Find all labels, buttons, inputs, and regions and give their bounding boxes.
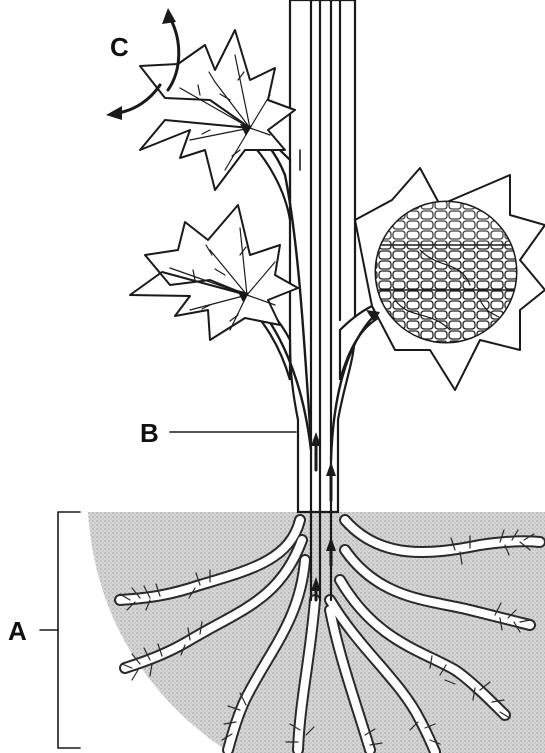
label-a: A (8, 616, 27, 646)
middle-leaf (130, 205, 298, 340)
cell-magnification (355, 168, 545, 390)
label-b-group: B (140, 418, 296, 448)
label-b: B (140, 418, 159, 448)
label-c: C (110, 32, 129, 62)
arrow-up-icon (162, 8, 176, 24)
label-a-group: A (8, 512, 80, 748)
arrow-left-icon (106, 106, 122, 120)
